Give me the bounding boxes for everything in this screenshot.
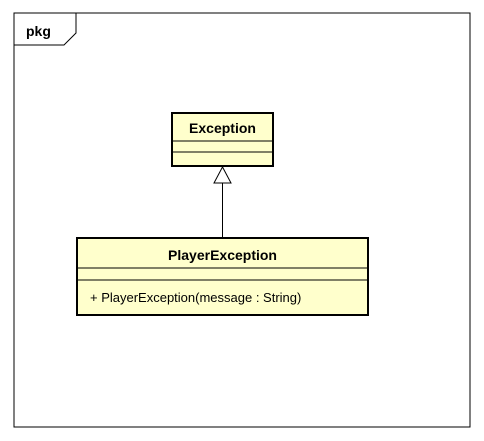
generalization-arrowhead: [213, 165, 232, 184]
class-exception[interactable]: Exception: [171, 112, 274, 167]
class-exception-box: [171, 112, 274, 167]
package-frame: [13, 12, 471, 428]
class-player-exception-name: PlayerException: [168, 247, 277, 263]
package-label: pkg: [26, 23, 51, 39]
package-tab: [13, 12, 77, 46]
class-player-exception-box: [76, 237, 369, 316]
class-player-exception-operation: + PlayerException(message : String): [90, 290, 301, 305]
class-player-exception[interactable]: PlayerException + PlayerException(messag…: [76, 237, 369, 316]
generalization-arrow: [213, 165, 232, 238]
class-exception-name: Exception: [189, 120, 256, 136]
